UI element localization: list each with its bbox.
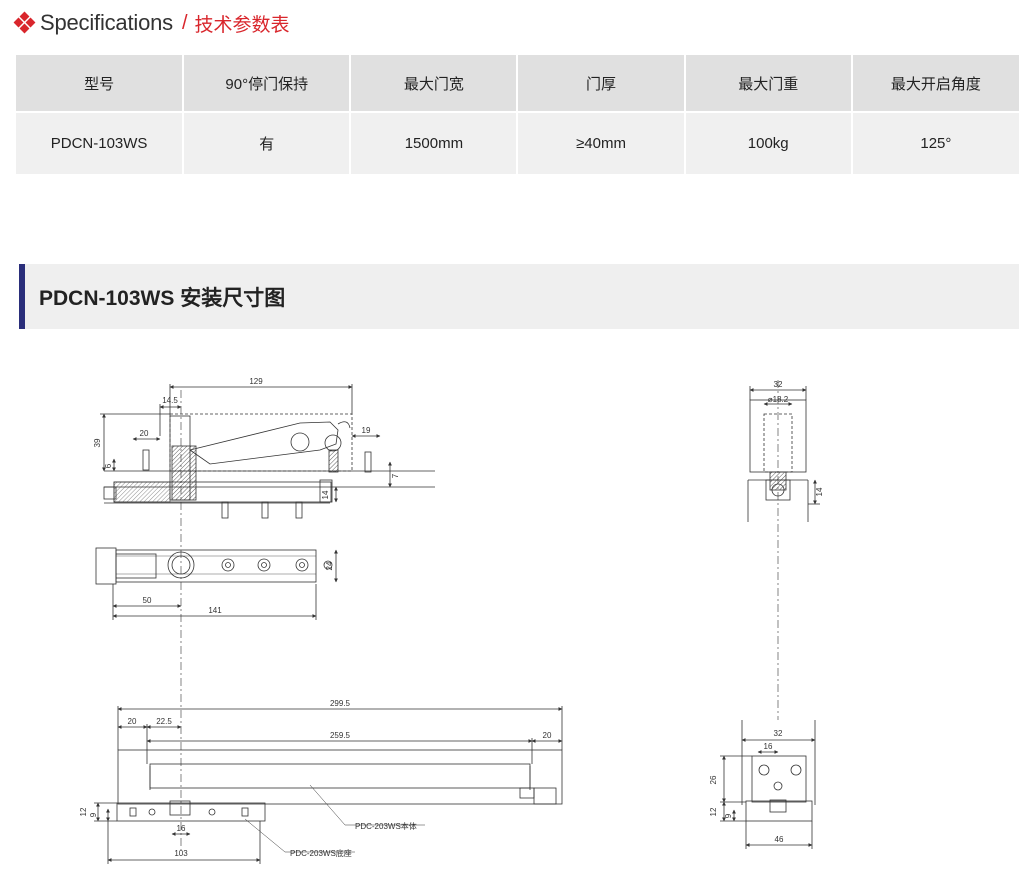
dim-14-5: 14.5	[162, 396, 178, 405]
header-model: 型号	[16, 55, 184, 112]
dim-19: 19	[362, 426, 371, 435]
dim-r9: 9	[724, 813, 733, 818]
header-max-door-width: 最大门宽	[349, 55, 518, 112]
dim-r32: 32	[774, 380, 783, 389]
dim-103: 103	[174, 849, 188, 858]
cell-max-opening-angle: 125°	[850, 111, 1019, 174]
section-header: PDCN-103WS 安装尺寸图	[19, 264, 1019, 329]
dim-299-5: 299.5	[330, 699, 351, 708]
dim-14: 14	[321, 490, 330, 499]
dim-r32-bottom: 32	[774, 729, 783, 738]
dim-9: 9	[89, 812, 98, 817]
cell-door-thickness: ≥40mm	[516, 111, 685, 174]
side-elevation-view	[100, 384, 435, 850]
dim-50: 50	[143, 596, 152, 605]
dim-16: 16	[177, 824, 186, 833]
dim-129: 129	[249, 377, 263, 386]
dim-7: 7	[391, 473, 400, 478]
header-door-thickness: 门厚	[516, 55, 685, 112]
spec-table: 型号 90°停门保持 最大门宽 门厚 最大门重 最大开启角度 PDCN-103W…	[16, 55, 1019, 174]
dim-12: 12	[79, 807, 88, 816]
cell-90-hold: 有	[182, 111, 351, 174]
dim-6: 6	[104, 463, 113, 468]
header-max-opening-angle: 最大开启角度	[850, 55, 1019, 112]
dimension-labels: 129 14.5 20 19 39 6 7 14 24 50 141 299.5…	[79, 377, 824, 858]
dim-259-5: 259.5	[330, 731, 351, 740]
dim-r14: 14	[815, 487, 824, 496]
dim-r12: 12	[709, 807, 718, 816]
diamond-cluster-icon	[13, 11, 36, 34]
label-body: PDC-203WS本体	[355, 821, 417, 831]
spec-header-row: 型号 90°停门保持 最大门宽 门厚 最大门重 最大开启角度	[16, 55, 1019, 112]
installation-drawing: 129 14.5 20 19 39 6 7 14 24 50 141 299.5…	[79, 377, 824, 864]
end-view-top	[747, 380, 820, 720]
dim-r16: 16	[764, 742, 773, 751]
top-view	[95, 547, 338, 620]
header-max-door-weight: 最大门重	[683, 55, 852, 112]
cell-max-door-width: 1500mm	[349, 111, 518, 174]
label-base: PDC-203WS底座	[290, 848, 352, 858]
cell-model: PDCN-103WS	[16, 111, 184, 174]
spec-title-english: Specifications	[40, 10, 173, 35]
header-90-hold: 90°停门保持	[182, 55, 351, 112]
dim-20-left: 20	[128, 717, 137, 726]
dim-39: 39	[93, 438, 102, 447]
cell-max-door-weight: 100kg	[683, 111, 852, 174]
dim-r26: 26	[709, 775, 718, 784]
spec-title-chinese: 技术参数表	[194, 14, 290, 36]
table-row: PDCN-103WS 有 1500mm ≥40mm 100kg 125°	[16, 111, 1019, 174]
dim-24: 24	[325, 561, 334, 570]
title-separator: /	[181, 11, 188, 34]
body-base-view	[94, 706, 563, 864]
section-title: PDCN-103WS 安装尺寸图	[39, 286, 286, 310]
dim-r18-2: ⌀18.2	[768, 395, 789, 404]
dim-20-right: 20	[543, 731, 552, 740]
end-view-bottom	[720, 720, 816, 849]
dim-141: 141	[208, 606, 222, 615]
spec-heading: Specifications / 技术参数表	[13, 10, 290, 36]
dim-22-5: 22.5	[156, 717, 172, 726]
dim-r46: 46	[775, 835, 784, 844]
dim-20: 20	[140, 429, 149, 438]
